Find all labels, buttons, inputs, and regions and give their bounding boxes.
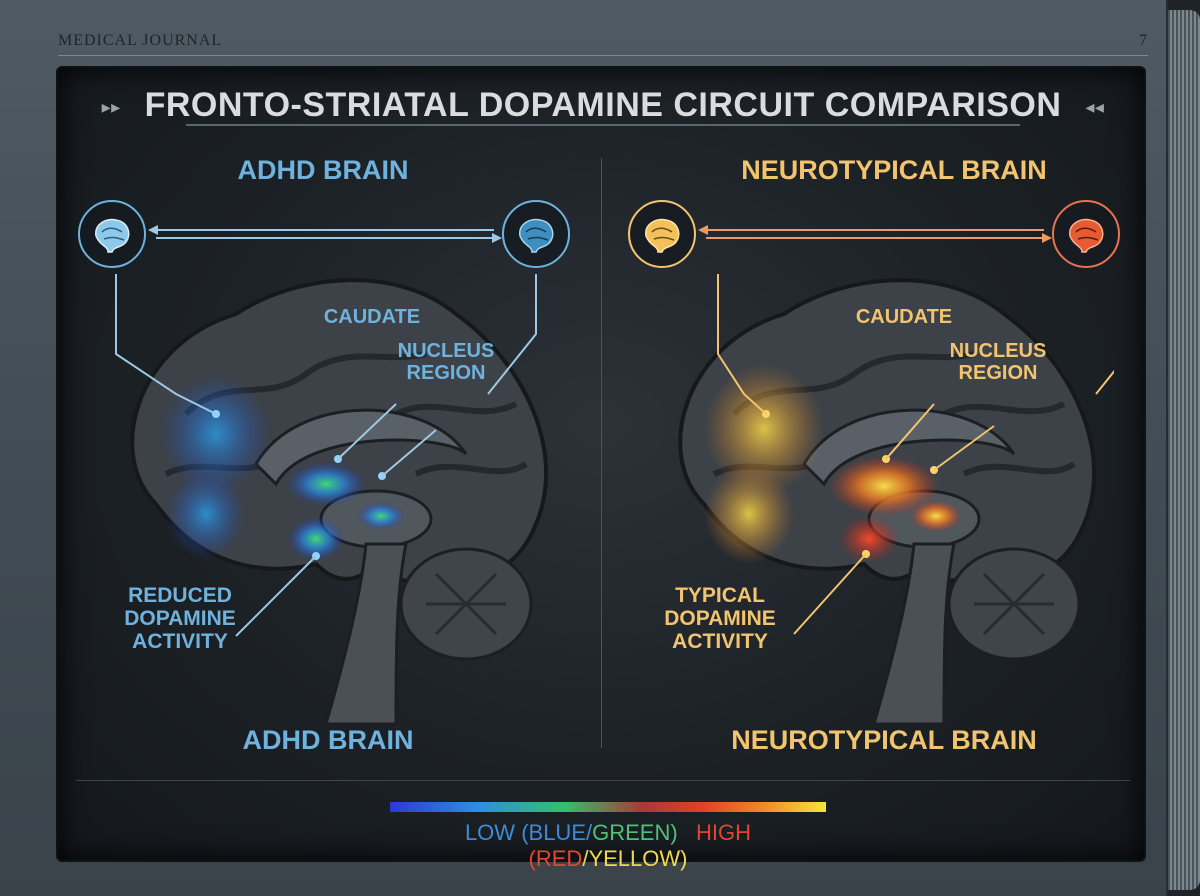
neurotypical-caudate-label: CAUDATE: [844, 306, 964, 328]
title-arrows-right-icon: ◂◂: [1085, 97, 1104, 117]
illustration-panel: ▸▸ FRONTO-STRIATAL DOPAMINE CIRCUIT COMP…: [56, 66, 1146, 862]
title-arrows-left-icon: ▸▸: [102, 97, 121, 117]
figure-title-text: FRONTO-STRIATAL DOPAMINE CIRCUIT COMPARI…: [145, 86, 1062, 124]
neurotypical-footer-heading: NEUROTYPICAL BRAIN: [714, 726, 1054, 756]
adhd-caudate-label: CAUDATE: [312, 306, 432, 328]
figure-title: ▸▸ FRONTO-STRIATAL DOPAMINE CIRCUIT COMP…: [58, 86, 1148, 125]
bottom-divider: [76, 780, 1130, 781]
center-divider: [601, 158, 602, 748]
journal-header: MEDICAL JOURNAL 7: [58, 32, 1148, 56]
activity-color-scale: [390, 802, 826, 812]
journal-title: MEDICAL JOURNAL: [58, 32, 222, 50]
adhd-footer-heading: ADHD BRAIN: [178, 726, 478, 756]
color-scale-legend: LOW (BLUE/GREEN) HIGH (RED/YELLOW): [390, 820, 826, 872]
adhd-heading: ADHD BRAIN: [173, 156, 473, 186]
bidirectional-arrow-icon: [148, 224, 502, 244]
title-underline: [186, 124, 1020, 126]
neurotypical-heading: NEUROTYPICAL BRAIN: [724, 156, 1064, 186]
bidirectional-arrow-icon-right: [698, 224, 1052, 244]
journal-page: MEDICAL JOURNAL 7 ▸▸ FRONTO-STRIATAL DOP…: [0, 0, 1168, 896]
page-number: 7: [1139, 32, 1148, 50]
